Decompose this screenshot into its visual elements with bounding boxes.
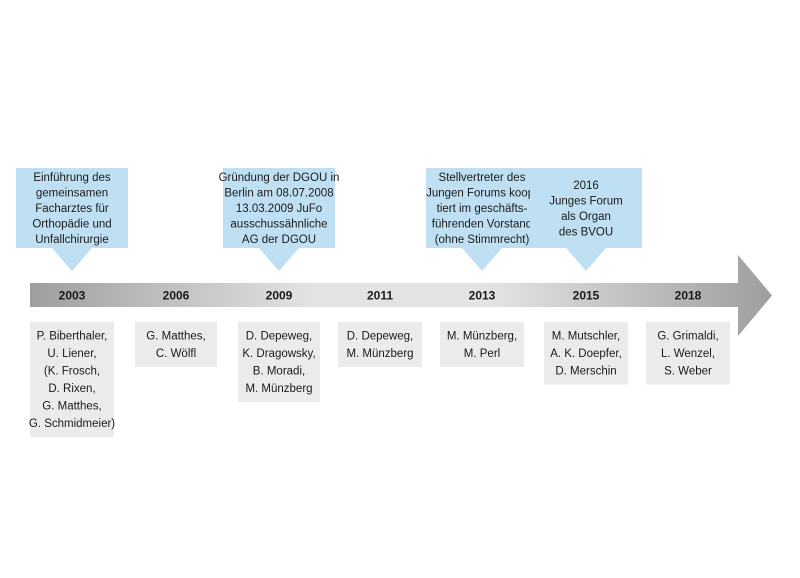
callout-line: des BVOU <box>559 226 613 238</box>
member-name: D. Depeweg, <box>246 331 312 343</box>
member-name: D. Depeweg, <box>347 331 413 343</box>
member-box-bg <box>544 322 628 385</box>
timeline-arrow <box>30 255 772 336</box>
callout-line: Berlin am 08.07.2008 <box>224 188 333 200</box>
member-name: D. Rixen, <box>48 383 95 395</box>
callout-box <box>530 168 642 271</box>
callout-line: Jungen Forums koop- <box>426 188 538 200</box>
member-box-2006: G. Matthes, C. Wölfl <box>135 322 217 367</box>
callout-line: Gründung der DGOU in <box>219 172 340 184</box>
member-name: G. Schmidmeier) <box>29 418 115 430</box>
callout-line: Facharztes für <box>35 203 109 215</box>
member-name: G. Grimaldi, <box>657 331 718 343</box>
callout-line: (ohne Stimmrecht) <box>435 234 530 246</box>
callout-box <box>16 168 128 271</box>
member-name: G. Matthes, <box>42 401 101 413</box>
member-name: G. Matthes, <box>146 331 205 343</box>
callout-line: Einführung des <box>33 172 111 184</box>
year-label-2011: 2011 <box>367 289 393 303</box>
member-name: (K. Frosch, <box>44 366 100 378</box>
member-name: M. Perl <box>464 348 500 360</box>
callout-line: AG der DGOU <box>242 234 316 246</box>
year-label-2006: 2006 <box>163 289 190 303</box>
callout-box <box>426 168 538 271</box>
member-name: M. Mutschler, <box>552 331 620 343</box>
member-box-bg <box>238 322 320 402</box>
callout-2009: Gründung der DGOU in Berlin am 08.07.2008… <box>219 168 340 271</box>
member-box-2003: P. Biberthaler, U. Liener, (K. Frosch, D. R… <box>29 322 115 437</box>
callout-line: als Organ <box>561 211 611 223</box>
callout-line: gemeinsamen <box>36 188 108 200</box>
callout-line: führenden Vorstand <box>432 219 532 231</box>
member-box-2013: M. Münzberg, M. Perl <box>440 322 524 367</box>
year-label-2003: 2003 <box>59 289 86 303</box>
year-label-2013: 2013 <box>469 289 496 303</box>
member-name: D. Merschin <box>555 366 616 378</box>
callout-line: ausschussähnliche <box>230 219 327 231</box>
member-box-2009: D. Depeweg, K. Dragowsky, B. Moradi, M. Mün… <box>238 322 320 402</box>
callout-line: 2016 <box>573 180 599 192</box>
member-name: L. Wenzel, <box>661 348 715 360</box>
callout-line: 13.03.2009 JuFo <box>236 203 322 215</box>
member-box-bg <box>440 322 524 367</box>
callout-line: Unfallchirurgie <box>35 234 109 246</box>
member-box-bg <box>30 322 114 437</box>
member-box-2015: M. Mutschler, A. K. Doepfer, D. Merschin <box>544 322 628 385</box>
member-name: M. Münzberg <box>346 348 413 360</box>
member-name: B. Moradi, <box>253 366 305 378</box>
callout-line: Stellvertreter des <box>439 172 526 184</box>
member-name: A. K. Doepfer, <box>550 348 622 360</box>
member-box-bg <box>338 322 422 367</box>
member-name: P. Biberthaler, <box>37 331 108 343</box>
member-box-2018: G. Grimaldi, L. Wenzel, S. Weber <box>646 322 730 385</box>
callout-box <box>223 168 335 271</box>
member-name: S. Weber <box>664 366 712 378</box>
member-box-bg <box>135 322 217 367</box>
member-name: M. Münzberg, <box>447 331 517 343</box>
callout-line: tiert im geschäfts- <box>437 203 528 215</box>
member-name: U. Liener, <box>47 348 96 360</box>
year-label-2009: 2009 <box>266 289 293 303</box>
year-label-2015: 2015 <box>573 289 600 303</box>
member-name: M. Münzberg <box>245 383 312 395</box>
member-name: K. Dragowsky, <box>242 348 315 360</box>
member-box-bg <box>646 322 730 385</box>
callout-line: Junges Forum <box>549 195 623 207</box>
member-name: C. Wölfl <box>156 348 196 360</box>
callout-line: Orthopädie und <box>32 219 111 231</box>
year-label-2018: 2018 <box>675 289 702 303</box>
member-box-2011: D. Depeweg, M. Münzberg <box>338 322 422 367</box>
